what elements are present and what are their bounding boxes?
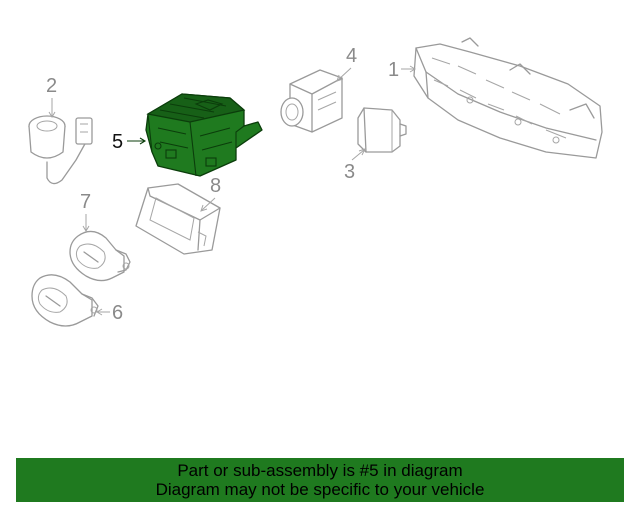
callout-1-label: 1 xyxy=(388,59,399,81)
callout-4-label: 4 xyxy=(346,45,357,67)
callout-8: 8 xyxy=(200,175,221,212)
info-banner: Part or sub-assembly is #5 in diagram Di… xyxy=(16,458,624,502)
callout-7: 7 xyxy=(80,191,91,232)
banner-line-1: Part or sub-assembly is #5 in diagram xyxy=(177,461,463,480)
callout-5: 5 xyxy=(112,131,147,153)
part-6-knob[interactable] xyxy=(31,274,99,327)
callout-3: 3 xyxy=(344,148,366,183)
callout-5-label: 5 xyxy=(112,131,123,153)
callout-7-label: 7 xyxy=(80,191,91,213)
parts-diagram: 1 2 3 4 xyxy=(28,37,603,327)
callout-4: 4 xyxy=(336,45,357,82)
callout-2-label: 2 xyxy=(46,75,57,97)
callout-2: 2 xyxy=(46,75,57,118)
part-8-tray[interactable] xyxy=(135,183,221,255)
part-1-bracket[interactable] xyxy=(413,37,603,159)
part-2-outlet[interactable] xyxy=(28,115,93,185)
callout-3-label: 3 xyxy=(344,161,355,183)
callout-8-label: 8 xyxy=(210,175,221,197)
part-4-headlamp-switch[interactable] xyxy=(280,69,343,133)
callout-6: 6 xyxy=(96,302,123,324)
callout-1: 1 xyxy=(388,59,416,81)
part-7-knob[interactable] xyxy=(69,230,131,282)
banner-line-2: Diagram may not be specific to your vehi… xyxy=(155,480,485,499)
part-3-switch[interactable] xyxy=(357,107,407,153)
callout-6-label: 6 xyxy=(112,302,123,324)
part-5-highlighted[interactable] xyxy=(145,93,263,177)
